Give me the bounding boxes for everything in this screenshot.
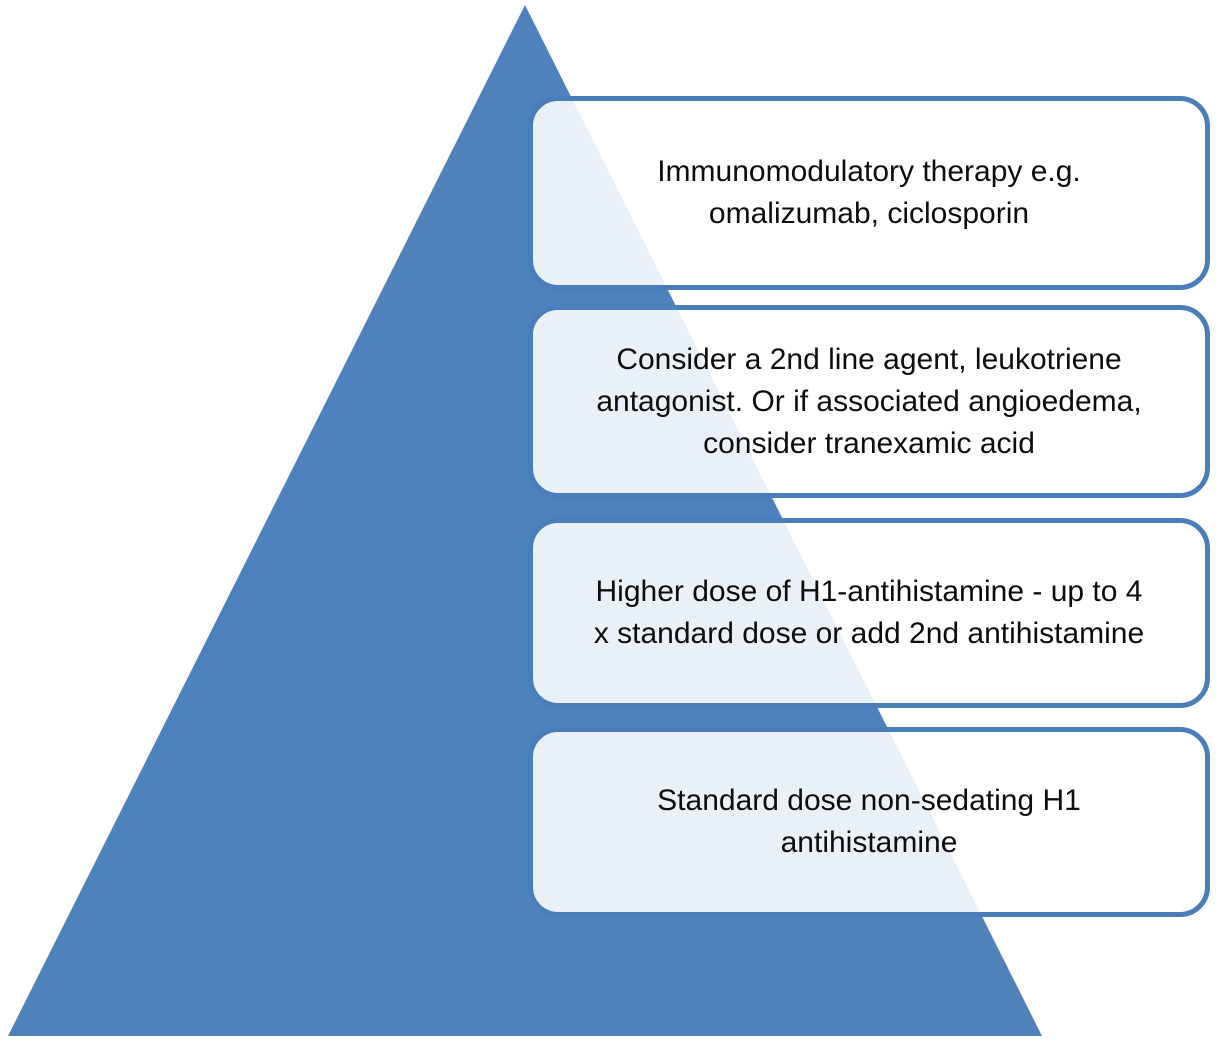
tier-box-immunomodulatory-therapy: Immunomodulatory therapy e.g. omalizumab… [528, 96, 1210, 290]
tier-box-higher-dose-antihistamine: Higher dose of H1-antihistamine - up to … [528, 518, 1210, 708]
tier-box-standard-dose-antihistamine: Standard dose non-sedating H1 antihistam… [528, 727, 1210, 917]
tier-box-second-line-agent: Consider a 2nd line agent, leukotriene a… [528, 305, 1210, 498]
tier-label: Higher dose of H1-antihistamine - up to … [593, 575, 1145, 650]
tier-label: Consider a 2nd line agent, leukotriene a… [596, 342, 1142, 460]
tier-label: Standard dose non-sedating H1 antihistam… [657, 784, 1081, 859]
tier-label: Immunomodulatory therapy e.g. omalizumab… [657, 155, 1081, 230]
